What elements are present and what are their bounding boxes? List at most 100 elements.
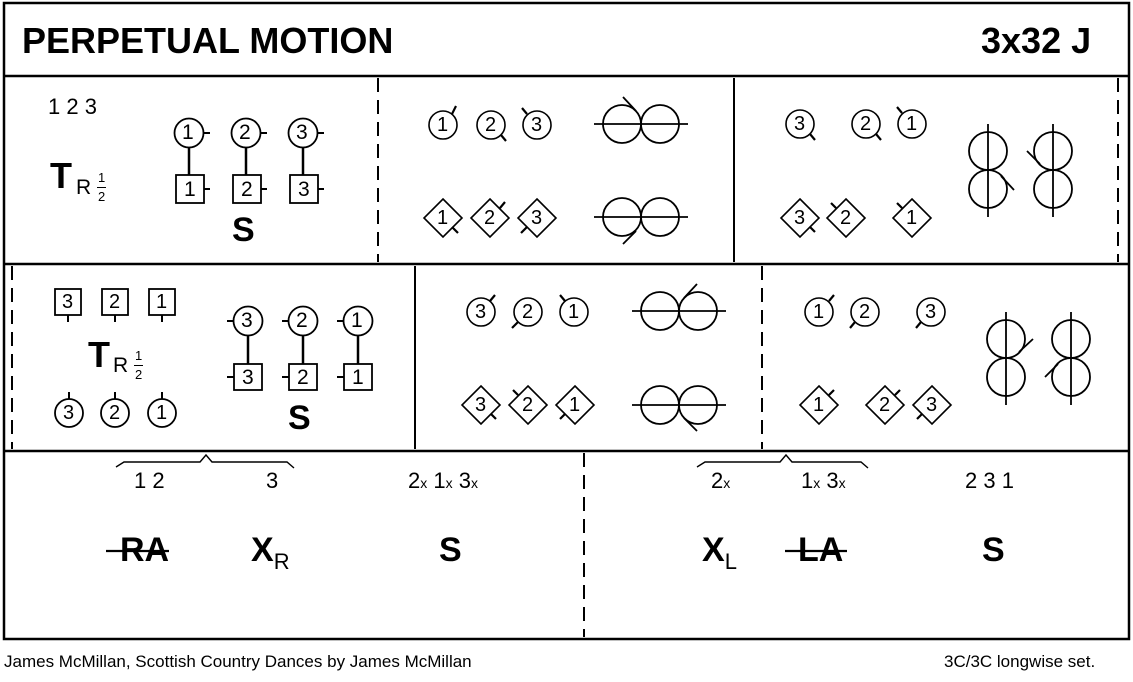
r3c2-right-label: 2 3 1 (965, 468, 1014, 493)
num: 3 (241, 309, 253, 332)
num: 2 (485, 114, 497, 136)
r3c1-right-label: 2x 1x 3x (408, 470, 478, 492)
figure-ra: RA (120, 531, 170, 569)
figure-x-sub: R (273, 549, 290, 574)
r2c1-figure-turn: T (88, 334, 110, 375)
reel-track-icon-bottom (632, 385, 726, 432)
dancer-woman-1 (175, 174, 210, 204)
dancer-man-2 (230, 117, 267, 175)
dancer-woman-3 (289, 174, 324, 204)
reel-track-icon-right (1026, 124, 1073, 217)
r1c1-top-label: 1 2 3 (48, 94, 97, 119)
num: 2 (860, 113, 872, 135)
reel-track-icon-right (1044, 312, 1091, 405)
num: 1 (569, 394, 581, 416)
frame-lines (2, 1, 1131, 641)
r1c1-frac-den: 2 (98, 189, 106, 204)
num: 1 (156, 402, 168, 424)
num: 3 (242, 366, 254, 389)
sub: x (471, 475, 478, 491)
num: 1 (906, 207, 918, 229)
figure-x: X (251, 531, 274, 569)
num: 1 (813, 301, 825, 323)
r1c1-cell (173, 117, 324, 204)
num: 2 (408, 468, 421, 493)
num: 2 (241, 178, 253, 201)
sub: x (813, 475, 821, 491)
num: 1 (352, 366, 364, 389)
r3-braces (115, 453, 869, 469)
r3c2-label-1x3x: 1x 3x (801, 470, 846, 492)
r3c2-figure-left-hands: LA (798, 533, 843, 567)
sub: x (445, 475, 453, 491)
num: 1 (182, 121, 194, 144)
dancer-woman-2 (232, 174, 267, 204)
sub: x (838, 475, 846, 491)
r1c1-setting-label: S (232, 211, 255, 249)
dancer-man-1 (173, 117, 210, 175)
figure-x: X (702, 531, 725, 569)
r1c1-figure-sub: R (76, 176, 92, 199)
r1c3-cell (779, 106, 1073, 239)
num: 2 (711, 468, 724, 493)
r3c1-figure-cross: XR (251, 531, 290, 573)
r2c1-cell (54, 288, 374, 428)
num: 3 (925, 301, 937, 323)
num: 1 (568, 301, 580, 323)
r1c1-frac-num: 1 (98, 170, 106, 185)
num: 2 (109, 402, 121, 424)
num: 3 (62, 291, 74, 313)
footer-credit: James McMillan, Scottish Country Dances … (4, 652, 472, 671)
r2c1-frac-bar (134, 365, 143, 366)
num: 2 (484, 207, 496, 229)
num: 3 (63, 402, 75, 424)
dance-type: 3x32 J (981, 20, 1092, 61)
num: 2 (239, 121, 251, 144)
num: 1 (906, 113, 918, 135)
r3c1-figure-rights-and-lefts: RA (120, 533, 169, 567)
num: 3 (794, 113, 806, 135)
num: 1 (433, 468, 446, 493)
num: 3 (531, 114, 543, 136)
num: 3 (531, 207, 543, 229)
r3c2-label-2x: 2x (711, 470, 730, 492)
r1c2-cell (422, 96, 688, 245)
num: 3 (298, 178, 310, 201)
r2c1-frac-den: 2 (135, 367, 143, 382)
r3c1-label-3: 3 (266, 468, 279, 493)
r2c3-cell (798, 294, 1091, 426)
num: 1 (156, 291, 168, 313)
r2c1-figure-sub: R (113, 354, 129, 377)
num: 1 (351, 309, 363, 332)
num: 1 (813, 394, 825, 416)
column-dividers (11, 78, 1119, 637)
num: 1 (437, 207, 449, 229)
reel-track-icon-bottom (594, 197, 688, 245)
num: 2 (840, 207, 852, 229)
num: 2 (522, 301, 534, 323)
reel-track-icon-left (968, 124, 1015, 217)
reel-track-icon-top (632, 283, 726, 331)
num: 3 (826, 468, 839, 493)
r2c1-frac-num: 1 (135, 348, 143, 363)
num: 2 (879, 394, 891, 416)
r3c2-setting-label: S (982, 531, 1005, 569)
reel-track-icon-top (594, 96, 688, 144)
figure-turn: T (50, 155, 72, 196)
num: 3 (458, 468, 471, 493)
num: 3 (296, 121, 308, 144)
reel-track-icon-left (986, 312, 1034, 405)
r3c1-setting-label: S (439, 531, 462, 569)
num: 3 (475, 301, 487, 323)
r3c1-label-12: 1 2 (134, 468, 165, 493)
figure-x-sub: L (724, 549, 737, 574)
num: 3 (475, 394, 487, 416)
r2c1-setting-label: S (288, 399, 311, 437)
r3c2-figure-cross: XL (702, 531, 737, 573)
num: 3 (926, 394, 938, 416)
num: 2 (859, 301, 871, 323)
num: 2 (297, 366, 309, 389)
r1c1-frac-bar (97, 187, 106, 188)
figure-la: LA (798, 531, 844, 569)
